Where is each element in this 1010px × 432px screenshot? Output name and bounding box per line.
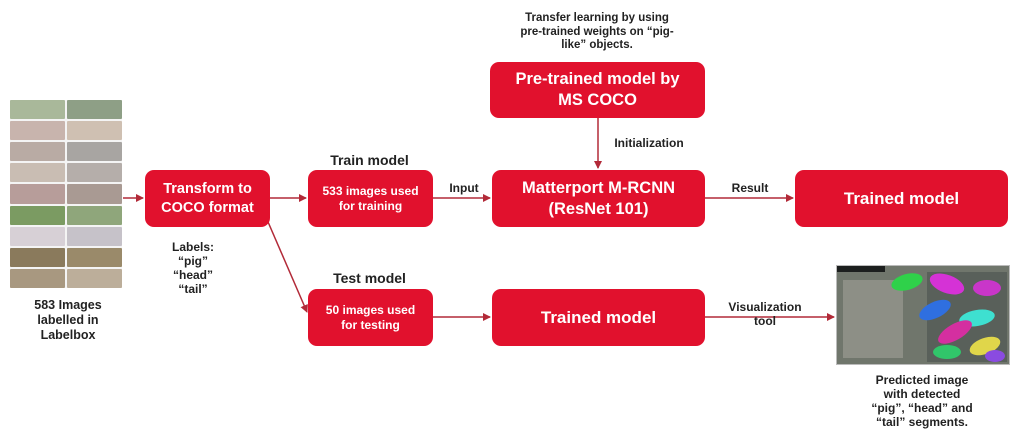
testing-images-box: 50 images used for testing: [308, 289, 433, 346]
pretrained-model-box: Pre-trained model by MS COCO: [490, 62, 705, 118]
pig-thumbnail: [67, 205, 122, 225]
labels-note: Labels: “pig” “head” “tail”: [171, 240, 214, 297]
predicted-segmentation-image: [836, 265, 1010, 365]
mrcnn-model-box: Matterport M-RCNN (ResNet 101): [492, 170, 705, 227]
pig-thumbnail: [67, 268, 122, 288]
pig-thumbnail: [67, 100, 122, 120]
pig-thumbnail: [67, 121, 122, 141]
dataset-caption: 583 Images labelled in Labelbox: [34, 298, 102, 342]
pig-thumbnail: [10, 163, 65, 183]
transform-to-coco-box: Transform to COCO format: [145, 170, 270, 227]
pig-thumbnail: [10, 184, 65, 204]
initialization-edge-label: Initialization: [614, 136, 684, 150]
pig-thumbnail: [10, 268, 65, 288]
input-edge-label: Input: [449, 181, 479, 195]
predicted-image-caption: Predicted image with detected “pig”, “he…: [871, 373, 973, 430]
pig-thumbnail: [67, 184, 122, 204]
trained-model-box-bottom: Trained model: [492, 289, 705, 346]
trained-model-box-top: Trained model: [795, 170, 1008, 227]
pig-thumbnail: [10, 205, 65, 225]
segmentation-illustration: [837, 266, 1009, 364]
pig-thumbnail: [67, 142, 122, 162]
transfer-learning-note: Transfer learning by using pre-trained w…: [520, 12, 674, 52]
arrow-transform-to-test: [261, 207, 308, 313]
pig-thumbnail: [10, 142, 65, 162]
pig-thumbnail: [67, 247, 122, 267]
visualization-edge-label: Visualization tool: [728, 300, 802, 329]
pig-thumbnail: [10, 226, 65, 246]
pig-thumbnail: [10, 100, 65, 120]
pig-thumbnail: [67, 163, 122, 183]
labelled-pig-images: [10, 100, 122, 288]
pig-thumbnail: [67, 226, 122, 246]
test-model-heading: Test model: [333, 270, 406, 286]
pig-thumbnail: [10, 121, 65, 141]
result-edge-label: Result: [731, 181, 769, 195]
train-model-heading: Train model: [330, 152, 409, 168]
training-images-box: 533 images used for training: [308, 170, 433, 227]
pig-thumbnail: [10, 247, 65, 267]
